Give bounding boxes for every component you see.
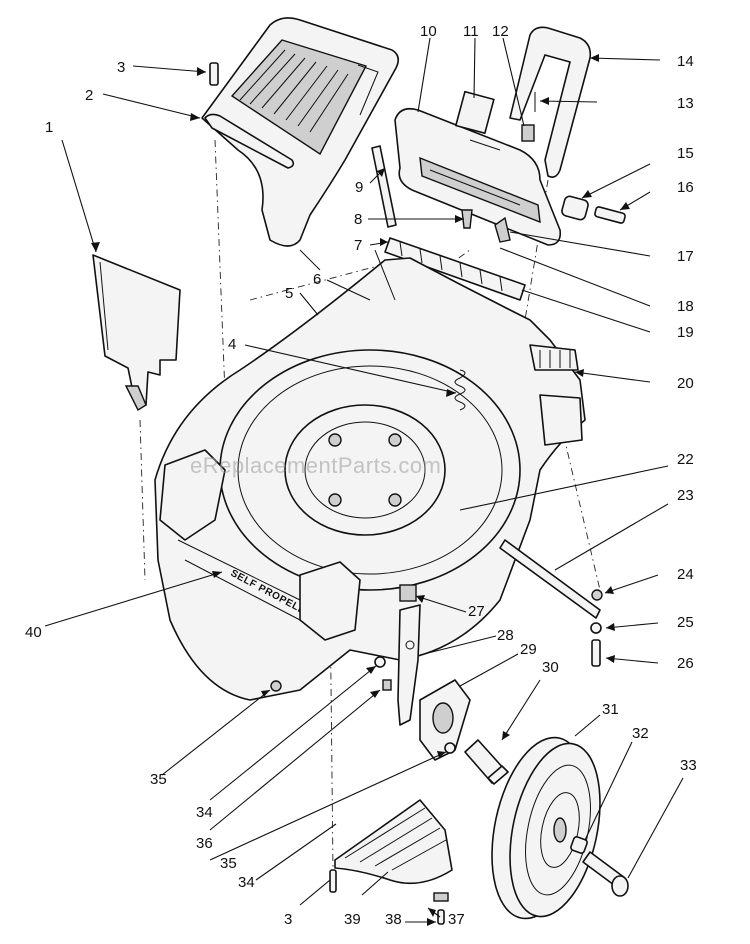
rear-door-cover xyxy=(201,17,400,247)
callout-38: 38 xyxy=(385,911,402,928)
callout-20: 20 xyxy=(677,375,694,392)
leader-lines xyxy=(44,37,684,926)
front-height-bracket xyxy=(397,584,471,761)
height-adjust-bracket xyxy=(529,344,583,446)
front-hardware xyxy=(209,62,456,925)
wheel xyxy=(491,736,601,920)
wheel-bolt xyxy=(464,739,509,785)
callout-13: 13 xyxy=(677,95,694,112)
callout-3: 3 xyxy=(117,59,125,76)
callout-labels: 1 2 3 3 4 5 6 7 8 9 10 11 12 13 14 15 16… xyxy=(25,23,697,928)
rear-flap xyxy=(92,254,181,412)
callout-24: 24 xyxy=(677,566,694,583)
callout-39: 39 xyxy=(344,911,361,928)
front-left-wheel-bracket xyxy=(159,449,361,641)
callout-27: 27 xyxy=(468,603,485,620)
callout-40: 40 xyxy=(25,624,42,641)
callout-8: 8 xyxy=(354,211,362,228)
callout-4: 4 xyxy=(228,336,236,353)
callout-28: 28 xyxy=(497,627,514,644)
handle-grip xyxy=(509,26,592,178)
callout-10: 10 xyxy=(420,23,437,40)
callout-33: 33 xyxy=(680,757,697,774)
callout-19: 19 xyxy=(677,324,694,341)
callout-30: 30 xyxy=(542,659,559,676)
callout-15: 15 xyxy=(677,145,694,162)
callout-22: 22 xyxy=(677,451,694,468)
spring xyxy=(454,369,466,411)
callout-18: 18 xyxy=(677,298,694,315)
callout-36: 36 xyxy=(196,835,213,852)
callout-16: 16 xyxy=(677,179,694,196)
grass-deflector xyxy=(334,799,453,885)
rear-hardware xyxy=(590,589,603,667)
callout-2: 2 xyxy=(85,87,93,104)
baffle-bar xyxy=(384,237,526,301)
callout-35: 35 xyxy=(150,771,167,788)
callout-25: 25 xyxy=(677,614,694,631)
handle-small-parts xyxy=(371,90,626,243)
callout-29: 29 xyxy=(520,641,537,658)
callout-32: 32 xyxy=(632,725,649,742)
callout-34: 34 xyxy=(238,874,255,891)
callout-17: 17 xyxy=(677,248,694,265)
watermark: eReplacementParts.com xyxy=(190,453,441,478)
callout-3: 3 xyxy=(284,911,292,928)
mower-deck: SELF PROPELLED xyxy=(154,249,586,701)
upper-handle-bracket xyxy=(394,107,562,246)
callout-37: 37 xyxy=(448,911,465,928)
callout-23: 23 xyxy=(677,487,694,504)
callout-1: 1 xyxy=(45,119,53,136)
callout-35: 35 xyxy=(220,855,237,872)
callout-7: 7 xyxy=(354,237,362,254)
callout-14: 14 xyxy=(677,53,694,70)
callout-11: 11 xyxy=(463,23,479,40)
callout-5: 5 xyxy=(285,285,293,302)
callout-9: 9 xyxy=(355,179,363,196)
callout-34: 34 xyxy=(196,804,213,821)
callout-6: 6 xyxy=(313,271,321,288)
callout-26: 26 xyxy=(677,655,694,672)
rear-axle-rod xyxy=(499,539,601,619)
callout-31: 31 xyxy=(602,701,619,718)
callout-12: 12 xyxy=(492,23,509,40)
wheel-axle-parts xyxy=(570,836,629,897)
